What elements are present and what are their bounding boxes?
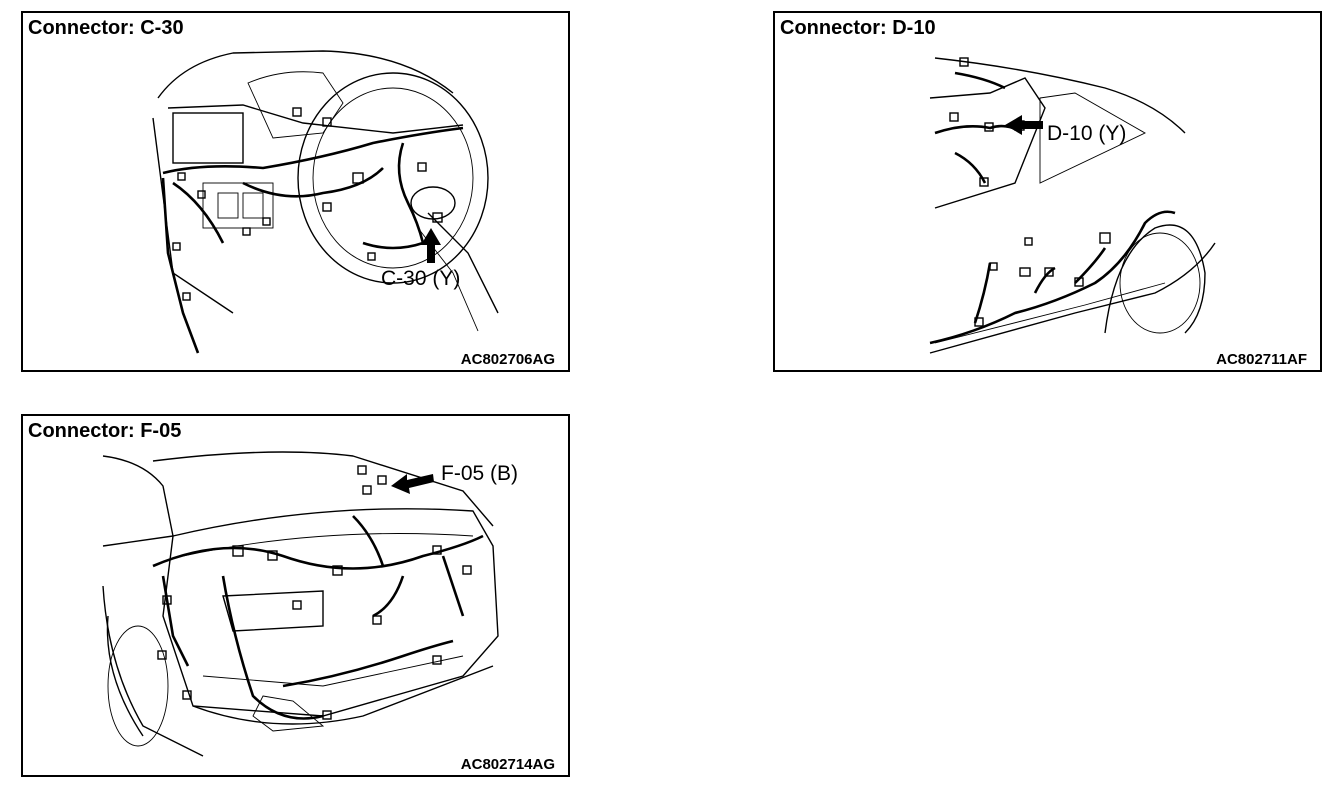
figure-code: AC802711AF xyxy=(1216,351,1307,368)
dashboard-illustration xyxy=(152,50,499,354)
body-side-illustration xyxy=(929,57,1216,354)
panel-title: Connector: F-05 xyxy=(28,420,182,442)
connector-f05-panel: Connector: F-05 F-05 (B) xyxy=(21,414,570,777)
callout-label: F-05 (B) xyxy=(441,462,519,485)
connector-d10-panel: Connector: D-10 D-10 (Y) AC802711AF xyxy=(773,11,1322,372)
figure-code: AC802714AG xyxy=(460,756,555,773)
callout-label: C-30 (Y) xyxy=(381,267,461,290)
panel-title: Connector: C-30 xyxy=(28,17,184,39)
connector-c30-panel: Connector: C-30 C-30 (Y) xyxy=(21,11,570,372)
panel-title: Connector: D-10 xyxy=(780,17,936,39)
figure-code: AC802706AG xyxy=(460,351,555,368)
callout-label: D-10 (Y) xyxy=(1047,122,1127,145)
trunk-illustration xyxy=(102,451,499,757)
